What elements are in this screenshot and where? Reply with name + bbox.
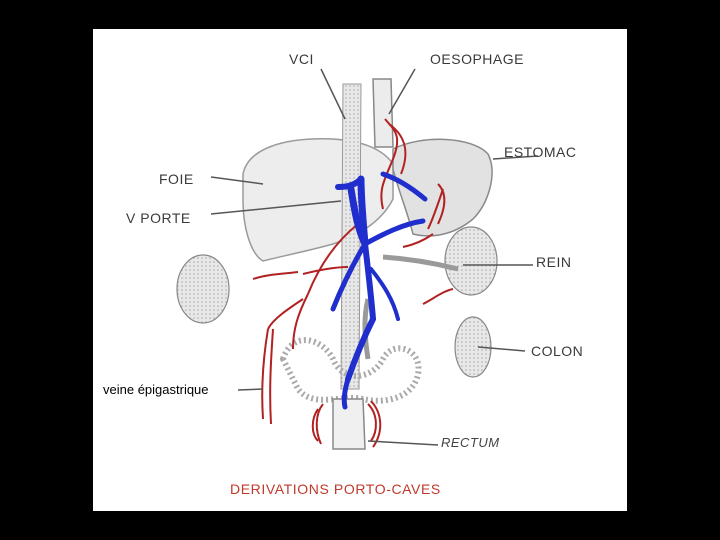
label-oesophage: OESOPHAGE <box>430 51 524 67</box>
diagram-slide: VCI OESOPHAGE ESTOMAC FOIE V PORTE REIN … <box>93 29 627 511</box>
kidney-left-shape <box>176 254 230 324</box>
label-veine-epigastrique: veine épigastrique <box>101 381 211 398</box>
intestine-loops <box>279 337 422 404</box>
label-rectum: RECTUM <box>441 435 500 450</box>
label-rein: REIN <box>536 254 572 270</box>
stomach-shape <box>392 138 493 237</box>
mesentery-gray <box>382 254 459 272</box>
leader-lines <box>210 68 539 446</box>
label-colon: COLON <box>531 343 584 359</box>
kidney-right-shape <box>444 226 498 296</box>
esophagus-shape <box>372 78 394 148</box>
label-foie: FOIE <box>159 171 194 187</box>
anastomotic-veins <box>252 118 454 448</box>
colon-shape <box>454 316 492 378</box>
label-vci: VCI <box>289 51 314 67</box>
portal-vein <box>330 171 428 410</box>
porto-caval-diagram <box>176 68 539 450</box>
label-estomac: ESTOMAC <box>504 144 577 160</box>
diagram-caption: DERIVATIONS PORTO-CAVES <box>230 481 441 497</box>
rectum-shape <box>332 398 366 450</box>
label-v-porte: V PORTE <box>126 210 191 226</box>
